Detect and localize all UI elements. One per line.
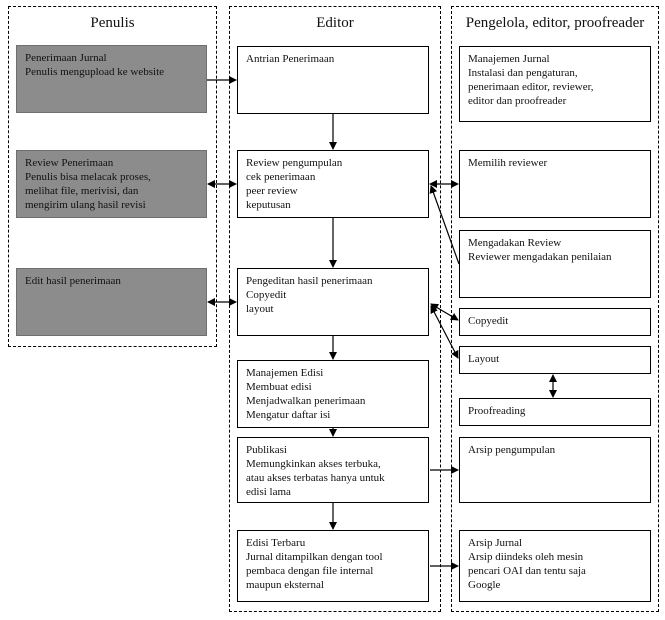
- box-line: peer review: [246, 185, 298, 197]
- box-line: Penulis mengupload ke website: [25, 66, 165, 78]
- box-mengadakan-review: Mengadakan Review Reviewer mengadakan pe…: [459, 230, 651, 298]
- box-manajemen-edisi: Manajemen Edisi Membuat edisi Menjadwalk…: [237, 360, 429, 428]
- box-line: pencari OAI dan tentu saja: [468, 565, 586, 577]
- box-penerimaan-jurnal: Penerimaan Jurnal Penulis mengupload ke …: [16, 45, 207, 113]
- box-line: Arsip diindeks oleh mesin: [468, 551, 584, 563]
- box-edisi-terbaru: Edisi Terbaru Jurnal ditampilkan dengan …: [237, 530, 429, 602]
- box-copyedit: Copyedit: [459, 308, 651, 336]
- box-line: layout: [246, 303, 274, 315]
- box-review-pengumpulan: Review pengumpulan cek penerimaan peer r…: [237, 150, 429, 218]
- box-line: penerimaan editor, reviewer,: [468, 81, 594, 93]
- box-line: Manajemen Edisi: [246, 367, 324, 379]
- box-line: Memungkinkan akses terbuka,: [246, 458, 381, 470]
- box-line: Arsip pengumpulan: [468, 444, 556, 456]
- box-line: maupun eksternal: [246, 579, 324, 591]
- box-line: Reviewer mengadakan penilaian: [468, 251, 612, 263]
- box-line: Instalasi dan pengaturan,: [468, 67, 578, 79]
- box-line: Manajemen Jurnal: [468, 53, 550, 65]
- box-antrian-penerimaan: Antrian Penerimaan: [237, 46, 429, 114]
- box-line: edisi lama: [246, 486, 291, 498]
- box-line: melihat file, merivisi, dan: [25, 185, 139, 197]
- box-line: Edisi Terbaru: [246, 537, 306, 549]
- box-layout: Layout: [459, 346, 651, 374]
- box-line: keputusan: [246, 199, 291, 211]
- box-edit-hasil-penerimaan: Edit hasil penerimaan: [16, 268, 207, 336]
- box-line: Penerimaan Jurnal: [25, 52, 107, 64]
- box-line: Memilih reviewer: [468, 157, 548, 169]
- box-line: Antrian Penerimaan: [246, 53, 335, 65]
- lane-title-editor: Editor: [316, 15, 354, 31]
- box-line: Membuat edisi: [246, 381, 312, 393]
- box-arsip-pengumpulan: Arsip pengumpulan: [459, 437, 651, 503]
- box-manajemen-jurnal: Manajemen Jurnal Instalasi dan pengatura…: [459, 46, 651, 122]
- box-line: editor dan proofreader: [468, 95, 567, 107]
- box-line: Menjadwalkan penerimaan: [246, 395, 366, 407]
- box-line: Copyedit: [246, 289, 287, 301]
- box-proofreading: Proofreading: [459, 398, 651, 426]
- box-line: Google: [468, 579, 501, 591]
- box-line: Mengatur daftar isi: [246, 409, 331, 421]
- box-pengeditan-hasil-penerimaan: Pengeditan hasil penerimaan Copyedit lay…: [237, 268, 429, 336]
- box-arsip-jurnal: Arsip Jurnal Arsip diindeks oleh mesin p…: [459, 530, 651, 602]
- box-line: Arsip Jurnal: [468, 537, 523, 549]
- box-line: Proofreading: [468, 405, 526, 417]
- lane-title-pengelola: Pengelola, editor, proofreader: [465, 15, 645, 31]
- box-line: Edit hasil penerimaan: [25, 275, 121, 287]
- box-publikasi: Publikasi Memungkinkan akses terbuka, at…: [237, 437, 429, 503]
- box-line: atau akses terbatas hanya untuk: [246, 472, 385, 484]
- box-line: cek penerimaan: [246, 171, 316, 183]
- box-line: Jurnal ditampilkan dengan tool: [246, 551, 383, 563]
- box-line: Copyedit: [468, 315, 509, 327]
- box-line: mengirim ulang hasil revisi: [25, 199, 146, 211]
- lane-penulis: [8, 6, 217, 347]
- box-line: Publikasi: [246, 444, 287, 456]
- box-line: Layout: [468, 353, 500, 365]
- box-memilih-reviewer: Memilih reviewer: [459, 150, 651, 218]
- box-line: pembaca dengan file internal: [246, 565, 374, 577]
- box-line: Mengadakan Review: [468, 237, 562, 249]
- box-line: Pengeditan hasil penerimaan: [246, 275, 373, 287]
- box-line: Penulis bisa melacak proses,: [25, 171, 151, 183]
- box-line: Review pengumpulan: [246, 157, 343, 169]
- lane-title-penulis: Penulis: [90, 15, 135, 31]
- box-line: Review Penerimaan: [25, 157, 114, 169]
- box-review-penerimaan: Review Penerimaan Penulis bisa melacak p…: [16, 150, 207, 218]
